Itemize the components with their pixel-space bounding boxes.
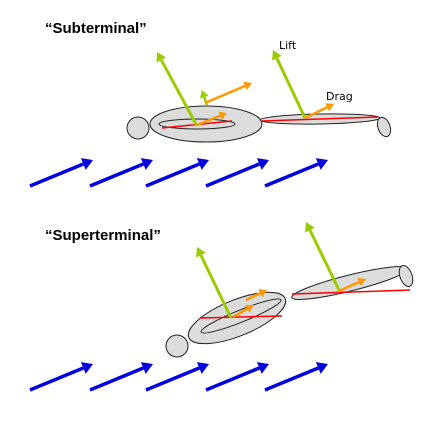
arrow-head [315,158,328,170]
arrow-head [196,158,209,170]
arrow-shaft [338,280,360,293]
head-shape [126,116,150,140]
arrow-shaft [159,59,199,127]
arrow-shaft [89,366,144,392]
panel-superterminal: “Superterminal” [29,222,414,392]
arrow-head [271,50,282,61]
arrow-head [80,158,93,170]
arrow-shaft [245,292,261,302]
lift-label: Lift [279,39,297,52]
foot-shape [398,264,414,288]
arrow-head [218,111,227,120]
drag-label: Drag [326,90,353,103]
head-shape [165,334,189,358]
arrow-shaft [199,254,233,319]
arrow-shaft [29,366,84,392]
arrow-head [357,277,366,287]
arrow-shaft [264,366,319,392]
upper-drag-arrow-icon [204,81,252,105]
arrow-shaft [264,162,319,188]
airflow-arrow-icon [264,362,328,392]
arrow-head [325,103,334,112]
airflow-arrow-icon [89,158,153,188]
arrow-shaft [145,366,200,392]
arrow-shaft [145,162,200,188]
torso-lift-arrow-icon [196,247,233,319]
arrow-head [196,247,206,258]
superterminal-title: “Superterminal” [45,227,161,244]
airflow-arrow-icon [145,362,209,392]
arrow-head [256,362,269,374]
airflow-arrow-icon [29,362,93,392]
arrow-shaft [204,84,246,105]
airflow-arrow-icon [205,158,269,188]
torso-chord-line [199,315,283,319]
arrow-head [156,52,167,63]
arrow-head [315,362,328,374]
airflow-arrow-icon [264,158,328,188]
torso-drag-arrow-icon [232,304,254,319]
arrow-shaft [205,366,260,392]
arrow-shaft [304,106,328,120]
arrow-head [140,158,153,170]
arrow-head [256,158,269,170]
torso-plate-shape [200,298,282,334]
leg-drag-arrow-icon [304,103,334,120]
arrow-head [258,289,267,298]
small-lift-arrow-icon [199,90,209,107]
leg-chord-line [291,289,411,295]
arrow-head [196,362,209,374]
subterminal-title: “Subterminal” [45,20,147,37]
arrow-head [305,222,315,233]
leg-segment-shape [291,266,409,300]
torso-lift-arrow-icon [156,52,199,127]
airflow-arrow-icon [145,158,209,188]
arrow-head [243,81,252,91]
arrow-shaft [89,162,144,188]
torso-drag-arrow-icon [196,111,227,127]
leg-drag-arrow-icon [338,277,366,293]
arrow-shaft [308,229,342,293]
arrow-shaft [275,57,307,119]
upper-drag-arrow-icon [245,289,267,302]
leg-lift-arrow-icon [305,222,342,293]
arrow-shaft [232,307,249,319]
arrow-shaft [196,114,221,127]
arrow-head [199,90,209,99]
leg-lift-arrow-icon [271,50,307,119]
arrow-head [140,362,153,374]
airflow-arrow-icon [29,158,93,188]
panel-subterminal: “Subterminal” Lift Drag [29,20,392,188]
airflow-arrow-icon [205,362,269,392]
foot-shape [376,116,392,138]
arrow-shaft [29,162,84,188]
arrow-head [80,362,93,374]
airflow-arrow-icon [89,362,153,392]
leg-chord-line [261,116,379,122]
arrow-shaft [205,162,260,188]
arrow-head [245,304,254,313]
